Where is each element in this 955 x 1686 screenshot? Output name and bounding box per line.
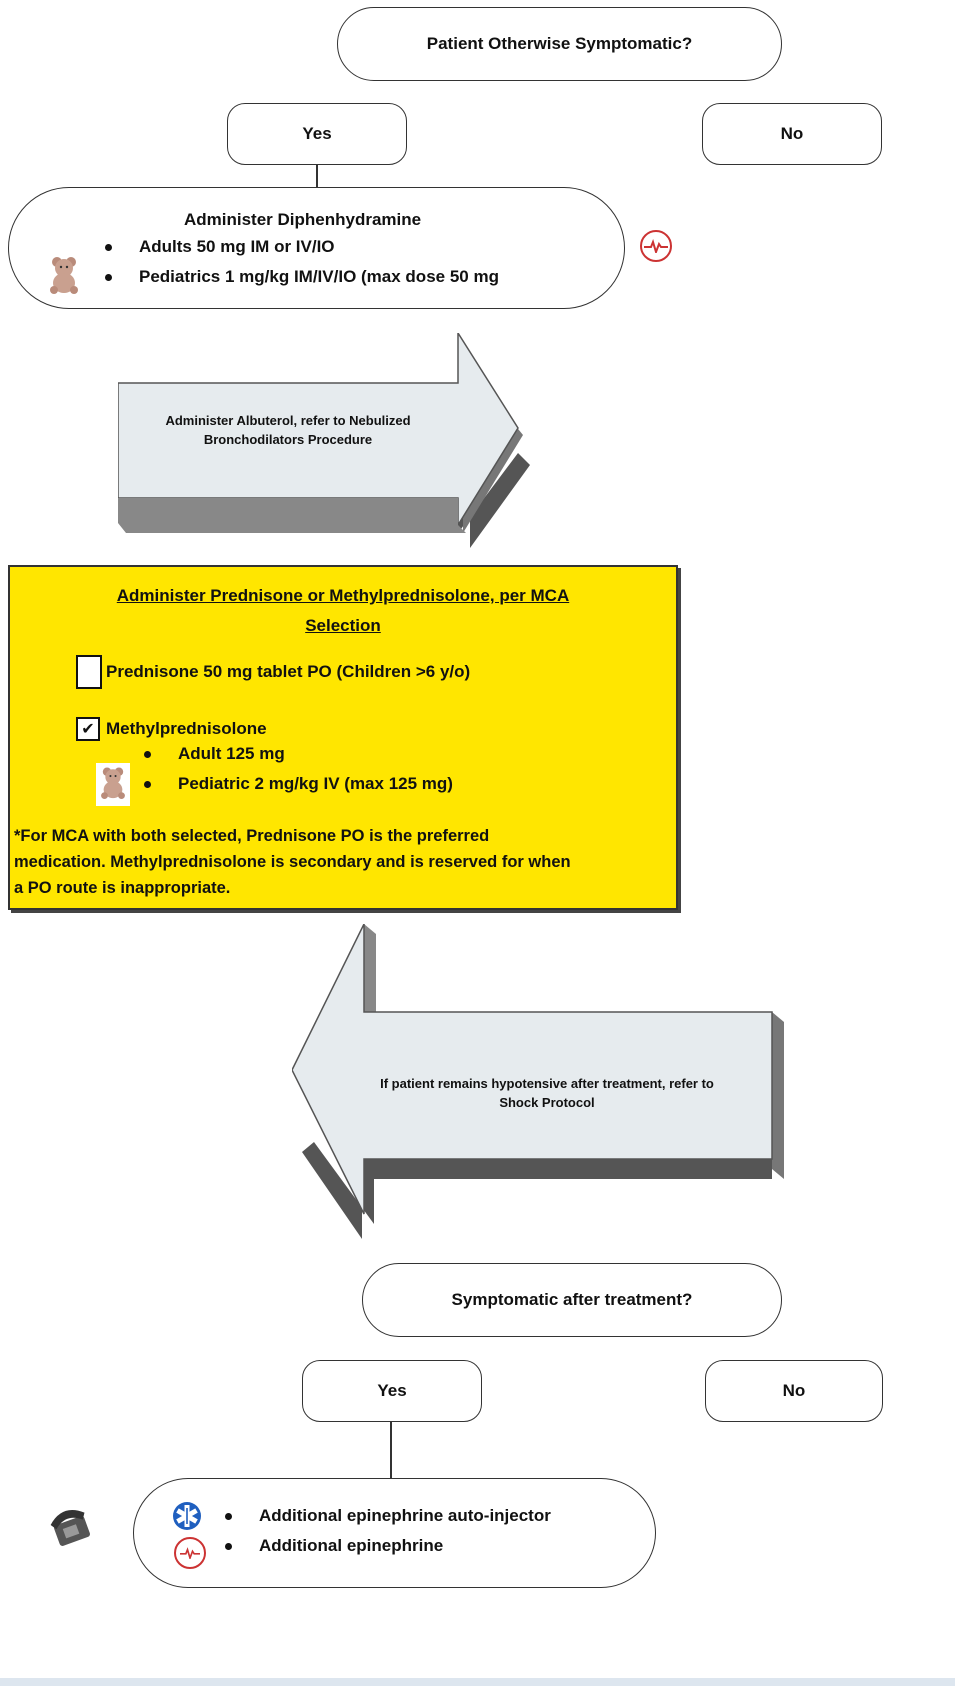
note-line-3: a PO route is inappropriate. — [14, 879, 231, 897]
prednisone-option: Prednisone 50 mg tablet PO (Children >6 … — [76, 655, 470, 689]
final-treatment-list: Additional epinephrine auto-injector Add… — [219, 1501, 551, 1561]
phone-icon — [50, 1504, 94, 1548]
shock-protocol-arrow: If patient remains hypotensive after tre… — [292, 924, 792, 1242]
diphenhydramine-title: Administer Diphenhydramine — [184, 210, 422, 229]
albuterol-line-1: Administer Albuterol, refer to Nebulized — [165, 413, 411, 428]
list-item: Pediatric 2 mg/kg IV (max 125 mg) — [138, 769, 453, 799]
yes-box: Yes — [227, 103, 407, 165]
star-of-life-icon — [172, 1501, 202, 1536]
top-question-box: Patient Otherwise Symptomatic? — [337, 7, 782, 81]
top-question-text: Patient Otherwise Symptomatic? — [426, 34, 693, 53]
diphenhydramine-box: Administer Diphenhydramine Adults 50 mg … — [8, 187, 625, 309]
steroid-title-line-1: Administer Prednisone or Methylprednisol… — [116, 586, 570, 605]
bottom-no-label: No — [782, 1381, 806, 1400]
albuterol-line-2: Bronchodilators Procedure — [203, 432, 373, 447]
note-line-2: medication. Methylprednisolone is second… — [14, 853, 571, 871]
prednisone-checkbox[interactable] — [76, 655, 102, 689]
bottom-question-box: Symptomatic after treatment? — [362, 1263, 782, 1337]
steroid-selection-box: Administer Prednisone or Methylprednisol… — [8, 565, 678, 910]
connector-yes-to-final — [390, 1422, 392, 1480]
bottom-yes-box: Yes — [302, 1360, 482, 1422]
methylprednisolone-option-label: Methylprednisolone — [106, 719, 267, 738]
bottom-question-text: Symptomatic after treatment? — [451, 1290, 693, 1309]
page-bottom-edge — [0, 1678, 955, 1686]
albuterol-arrow: Administer Albuterol, refer to Nebulized… — [118, 333, 538, 551]
prednisone-option-label: Prednisone 50 mg tablet PO (Children >6 … — [106, 662, 471, 681]
connector-yes-to-diphenhydramine — [316, 165, 318, 189]
methylprednisolone-option: ✔ Methylprednisolone — [76, 717, 267, 741]
heartbeat-icon — [640, 230, 672, 262]
diphenhydramine-list: Adults 50 mg IM or IV/IO Pediatrics 1 mg… — [99, 232, 499, 292]
bottom-no-box: No — [705, 1360, 883, 1422]
teddy-bear-icon — [47, 254, 81, 299]
albuterol-arrow-text: Administer Albuterol, refer to Nebulized… — [148, 411, 428, 449]
no-label: No — [780, 124, 804, 143]
list-item: Pediatrics 1 mg/kg IM/IV/IO (max dose 50… — [99, 262, 499, 292]
yes-label: Yes — [302, 124, 332, 143]
shock-line-2: Shock Protocol — [499, 1095, 595, 1110]
steroid-box-title: Administer Prednisone or Methylprednisol… — [10, 581, 676, 641]
list-item: Adults 50 mg IM or IV/IO — [99, 232, 499, 262]
note-line-1: *For MCA with both selected, Prednisone … — [14, 827, 490, 845]
steroid-title-line-2: Selection — [305, 616, 381, 635]
bottom-yes-label: Yes — [377, 1381, 407, 1400]
shock-line-1: If patient remains hypotensive after tre… — [380, 1076, 714, 1091]
methylprednisolone-checkbox[interactable]: ✔ — [76, 717, 100, 741]
list-item: Additional epinephrine auto-injector — [219, 1501, 551, 1531]
shock-arrow-text: If patient remains hypotensive after tre… — [322, 1074, 772, 1112]
steroid-note: *For MCA with both selected, Prednisone … — [14, 823, 571, 901]
list-item: Additional epinephrine — [219, 1531, 551, 1561]
methylprednisolone-list: Adult 125 mg Pediatric 2 mg/kg IV (max 1… — [138, 739, 453, 799]
teddy-bear-icon — [96, 763, 130, 806]
heartbeat-icon — [174, 1537, 206, 1569]
no-box: No — [702, 103, 882, 165]
list-item: Adult 125 mg — [138, 739, 453, 769]
final-treatment-box: Additional epinephrine auto-injector Add… — [133, 1478, 656, 1588]
